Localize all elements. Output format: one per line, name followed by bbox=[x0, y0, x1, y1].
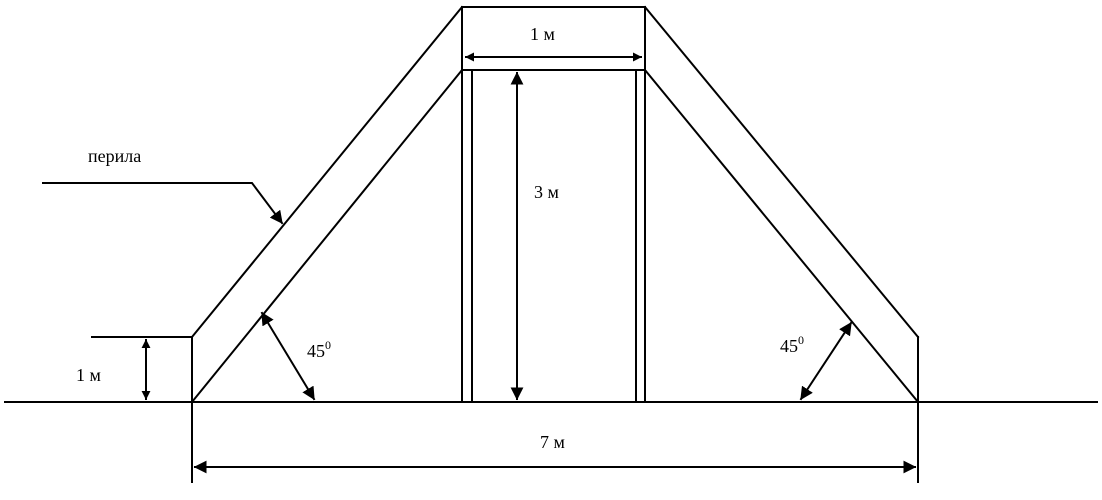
left-angle-label: 450 bbox=[307, 338, 331, 361]
railing-leader bbox=[42, 182, 284, 225]
railing-label: перила bbox=[88, 146, 141, 166]
right-angle-label: 450 bbox=[780, 333, 804, 356]
right-angle-arrow bbox=[799, 321, 853, 401]
left-angle-arrow bbox=[260, 311, 316, 401]
left-stair-inner-edge bbox=[190, 68, 464, 404]
right-stair-inner-edge bbox=[643, 68, 920, 404]
left-railing-slope bbox=[190, 5, 464, 339]
railing-height-label: 1 м bbox=[76, 365, 101, 385]
base-width-label: 7 м bbox=[540, 432, 565, 452]
height-label: 3 м bbox=[534, 182, 559, 202]
right-railing-slope bbox=[643, 5, 920, 339]
top-width-label: 1 м bbox=[530, 24, 555, 44]
